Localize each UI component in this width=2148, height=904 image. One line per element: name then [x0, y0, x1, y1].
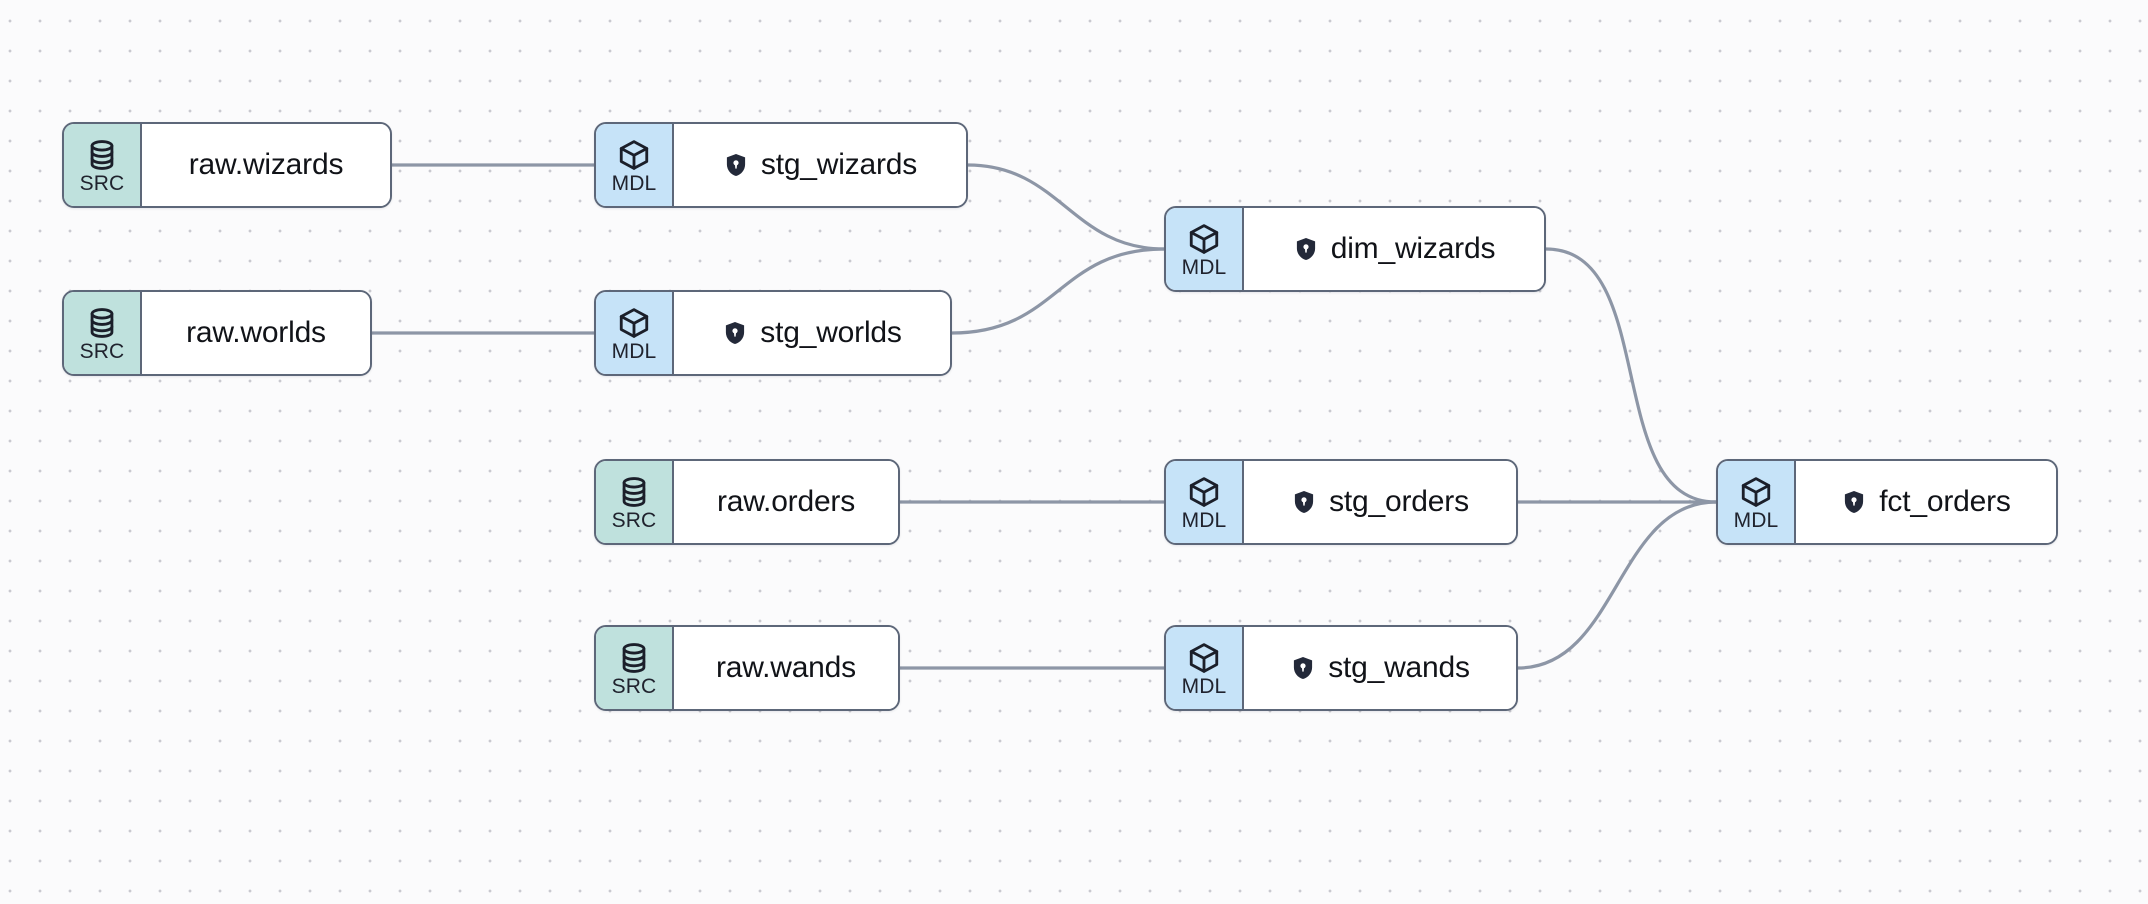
database-icon [90, 140, 114, 170]
node-kind-badge: SRC [64, 124, 142, 206]
shield-lock-icon [1294, 656, 1313, 680]
node-label: raw.wizards [188, 148, 344, 181]
node-body: raw.wands [674, 627, 898, 709]
shield-lock-icon [726, 321, 745, 345]
node-raw-wizards[interactable]: SRC raw.wizards [62, 122, 392, 208]
node-dim-wizards[interactable]: MDL dim_wizards [1164, 206, 1546, 292]
badge-label: SRC [79, 340, 125, 363]
cube-icon [1189, 224, 1219, 254]
node-body: stg_wands [1244, 627, 1516, 709]
node-label: raw.wands [716, 651, 856, 684]
shield-lock-icon [1296, 237, 1315, 261]
shield-lock-icon [1295, 490, 1314, 514]
node-body: dim_wizards [1244, 208, 1544, 290]
node-kind-badge: SRC [64, 292, 142, 374]
node-kind-badge: MDL [1166, 627, 1244, 709]
node-kind-badge: MDL [1166, 208, 1244, 290]
cube-icon [1189, 643, 1219, 673]
node-raw-wands[interactable]: SRC raw.wands [594, 625, 900, 711]
node-label: stg_worlds [760, 316, 902, 349]
node-body: raw.wizards [142, 124, 390, 206]
database-icon [90, 308, 114, 338]
cube-icon [1741, 477, 1771, 507]
badge-label: MDL [1181, 256, 1227, 279]
node-raw-orders[interactable]: SRC raw.orders [594, 459, 900, 545]
database-icon [622, 643, 646, 673]
node-kind-badge: MDL [596, 124, 674, 206]
edge-stg-worlds-to-dim-wizards [950, 247, 1166, 335]
badge-label: MDL [1733, 509, 1779, 532]
badge-label: SRC [611, 675, 657, 698]
shield-lock-icon [1845, 490, 1864, 514]
node-body: fct_orders [1796, 461, 2056, 543]
node-stg-orders[interactable]: MDL stg_orders [1164, 459, 1518, 545]
node-body: stg_orders [1244, 461, 1516, 543]
database-icon [622, 477, 646, 507]
node-raw-worlds[interactable]: SRC raw.worlds [62, 290, 372, 376]
edge-stg-wizards-to-dim-wizards [966, 163, 1166, 251]
node-body: stg_worlds [674, 292, 950, 374]
cube-icon [1189, 477, 1219, 507]
cube-icon [619, 308, 649, 338]
node-kind-badge: SRC [596, 461, 674, 543]
node-label: raw.worlds [186, 316, 326, 349]
badge-label: SRC [611, 509, 657, 532]
node-stg-worlds[interactable]: MDL stg_worlds [594, 290, 952, 376]
node-label: dim_wizards [1330, 232, 1496, 265]
node-label: stg_orders [1329, 485, 1469, 518]
node-kind-badge: SRC [596, 627, 674, 709]
node-stg-wands[interactable]: MDL stg_wands [1164, 625, 1518, 711]
node-label: stg_wizards [760, 148, 918, 181]
badge-label: MDL [611, 340, 657, 363]
edge-dim-wizards-to-fct-orders [1544, 247, 1718, 504]
badge-label: MDL [1181, 675, 1227, 698]
node-kind-badge: MDL [596, 292, 674, 374]
badge-label: MDL [1181, 509, 1227, 532]
node-body: stg_wizards [674, 124, 966, 206]
node-stg-wizards[interactable]: MDL stg_wizards [594, 122, 968, 208]
shield-lock-icon [726, 153, 745, 177]
badge-label: SRC [79, 172, 125, 195]
node-label: raw.orders [716, 485, 856, 518]
node-body: raw.orders [674, 461, 898, 543]
node-fct-orders[interactable]: MDL fct_orders [1716, 459, 2058, 545]
cube-icon [619, 140, 649, 170]
node-label: stg_wands [1328, 651, 1470, 684]
node-kind-badge: MDL [1718, 461, 1796, 543]
badge-label: MDL [611, 172, 657, 195]
edge-stg-wands-to-fct-orders [1516, 500, 1718, 670]
node-kind-badge: MDL [1166, 461, 1244, 543]
node-body: raw.worlds [142, 292, 370, 374]
node-label: fct_orders [1879, 485, 2011, 518]
